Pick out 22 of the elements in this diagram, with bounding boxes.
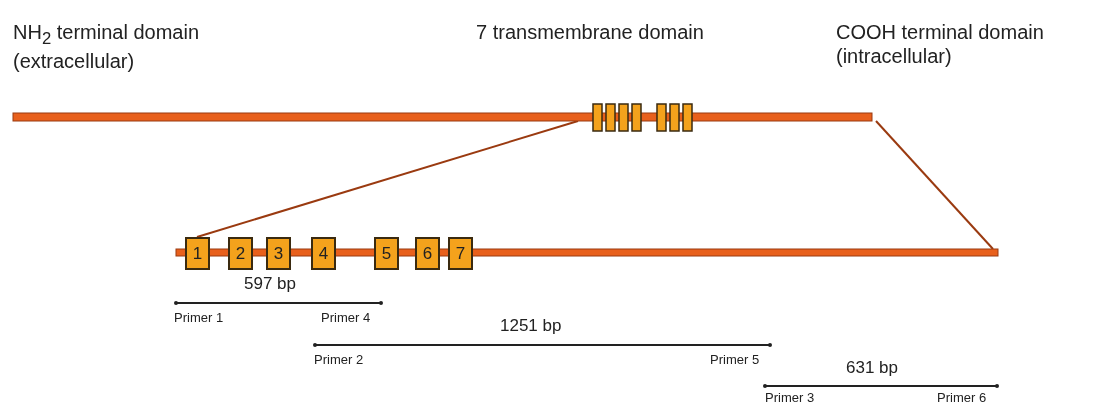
zoom-line bbox=[196, 120, 579, 238]
exon-box: 4 bbox=[311, 237, 336, 270]
primer-label: Primer 1 bbox=[174, 310, 224, 326]
size-label: 631 bp bbox=[846, 358, 898, 379]
primer-label: Primer 6 bbox=[937, 390, 987, 405]
zoom-line bbox=[875, 120, 994, 250]
protein-bar bbox=[12, 103, 873, 132]
exon-box: 6 bbox=[415, 237, 440, 270]
size-label: 597 bp bbox=[244, 274, 296, 295]
primer-label: Primer 4 bbox=[321, 310, 371, 326]
primer-label: Primer 2 bbox=[314, 352, 364, 368]
primer-label: Primer 5 bbox=[710, 352, 760, 368]
domain-label: COOH terminal domain (intracellular) bbox=[836, 20, 1045, 68]
exon-box: 2 bbox=[228, 237, 253, 270]
primer-label: Primer 3 bbox=[765, 390, 815, 405]
exon-box: 3 bbox=[266, 237, 291, 270]
domain-label: NH$_{2}$ terminal domain (extracellular) bbox=[13, 20, 200, 73]
exon-box: 7 bbox=[448, 237, 473, 270]
exon-box: 1 bbox=[185, 237, 210, 270]
size-label: 1251 bp bbox=[500, 316, 562, 337]
domain-label: 7 transmembrane domain bbox=[476, 20, 704, 44]
exon-box: 5 bbox=[374, 237, 399, 270]
